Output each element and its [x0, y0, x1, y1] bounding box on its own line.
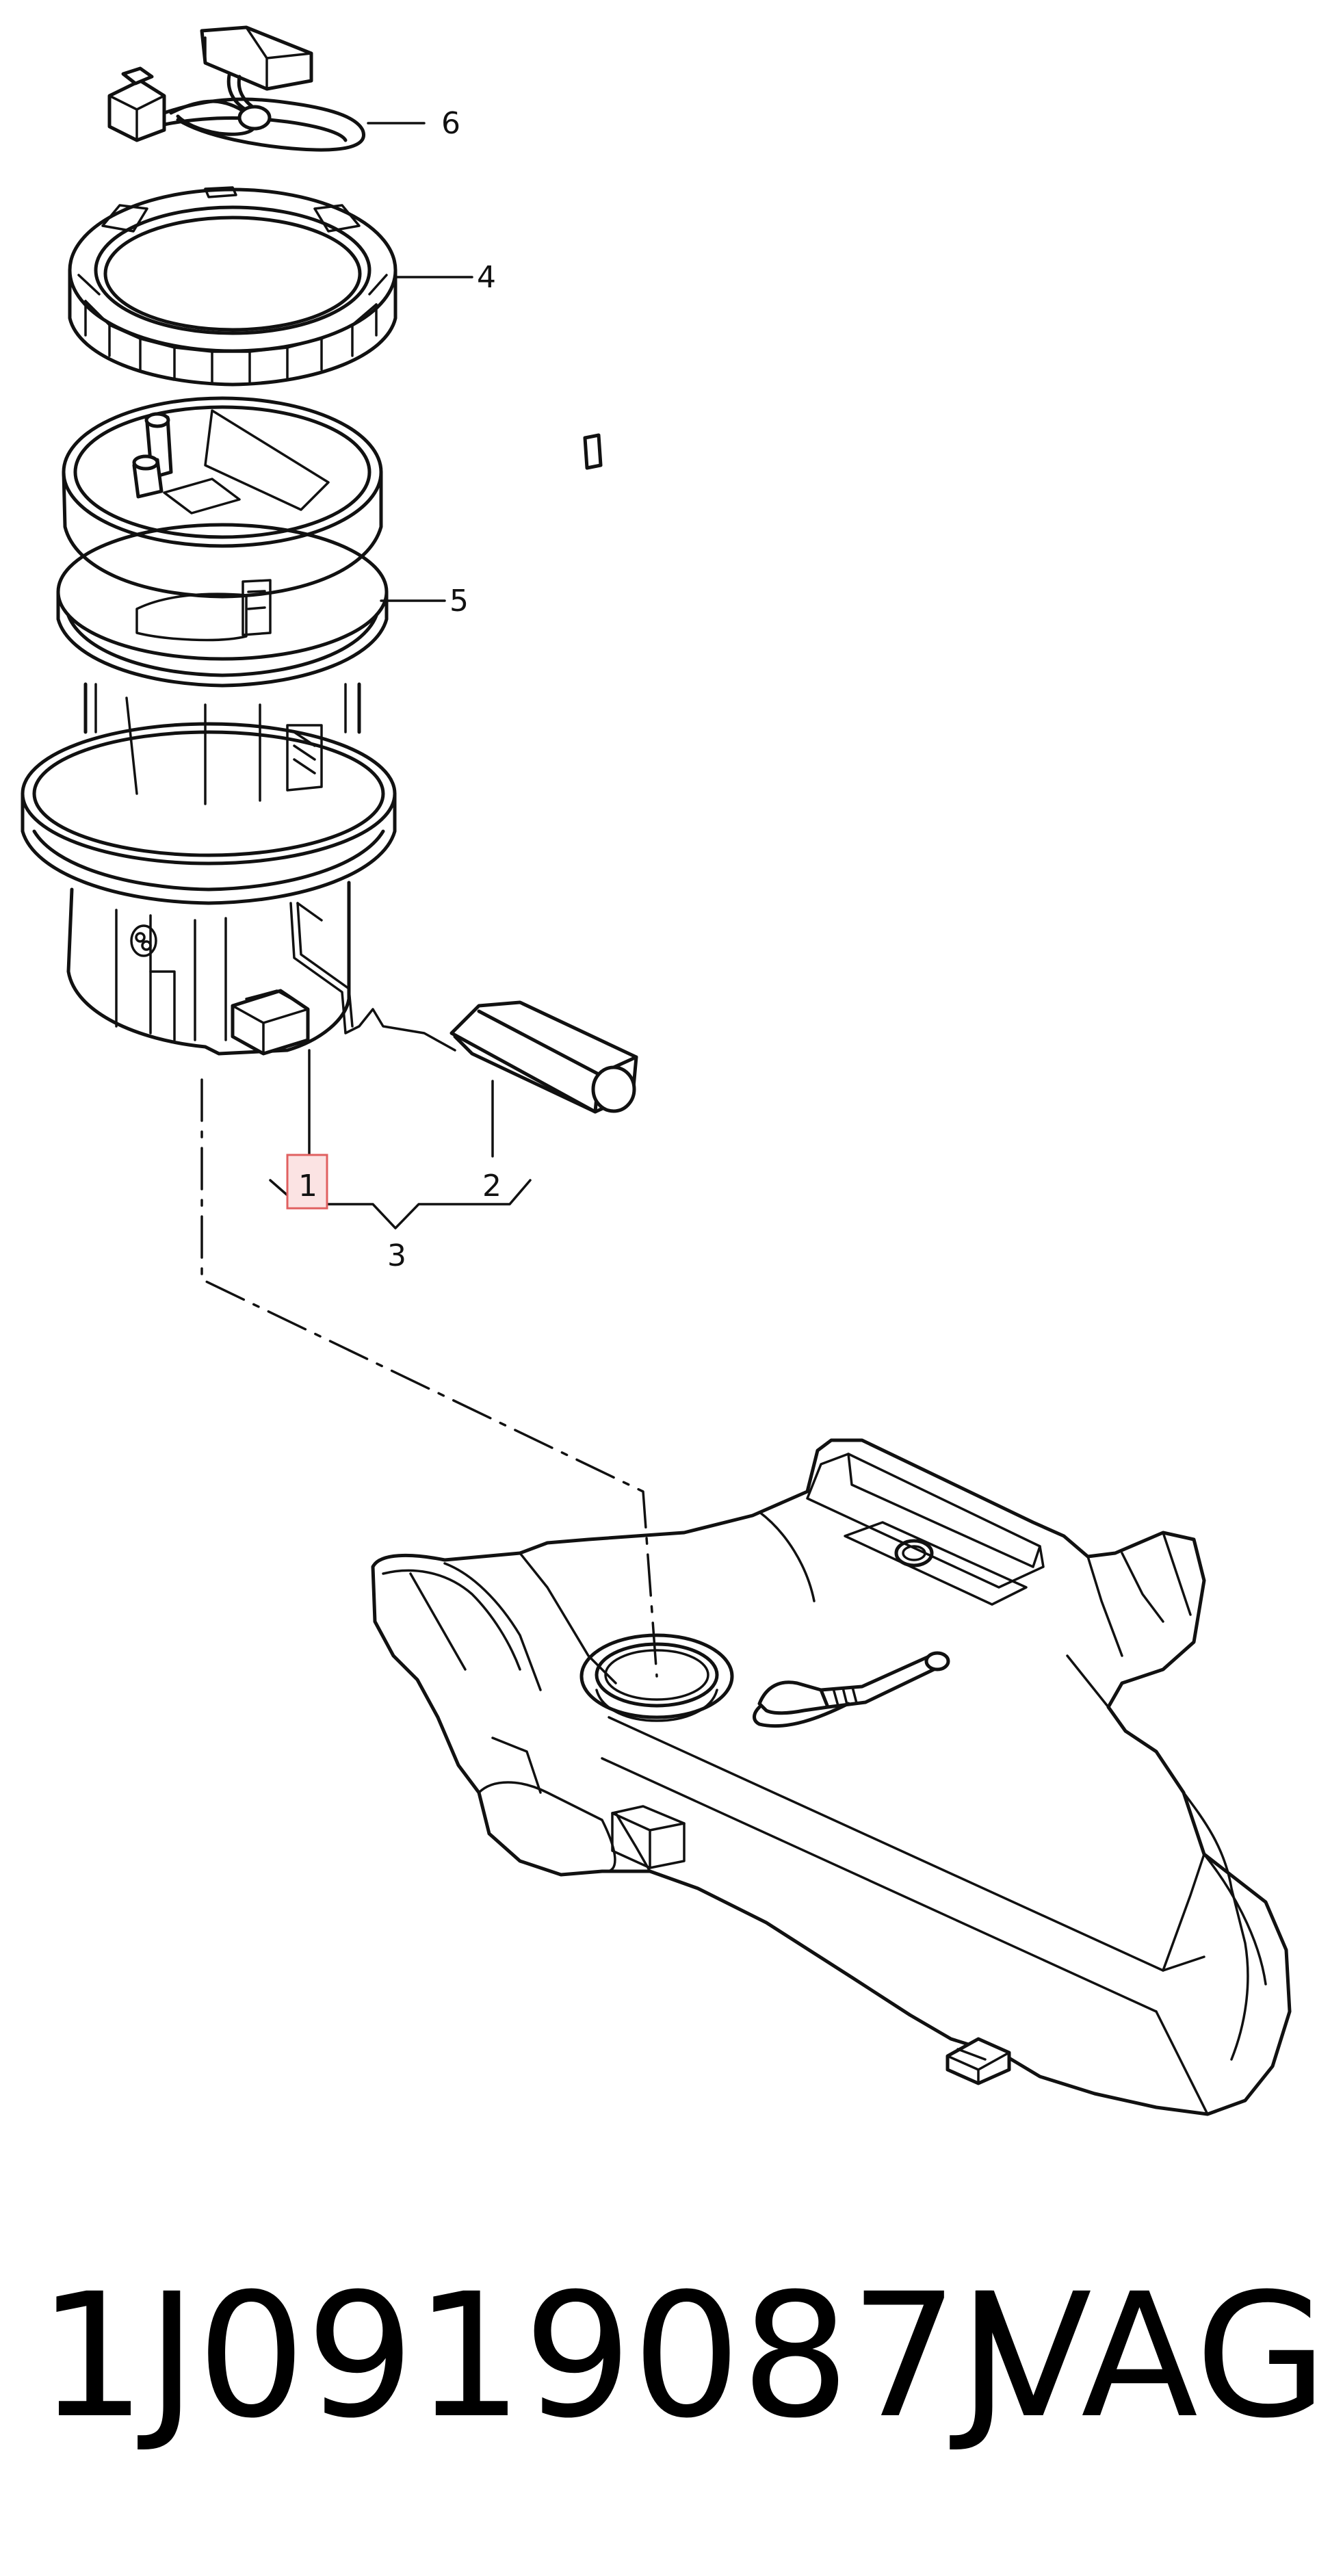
- part-2-float: [449, 1000, 638, 1158]
- part-5-seal-and-flange: [56, 396, 603, 688]
- part-1-fuel-pump-module: [21, 682, 658, 1678]
- fuel-tank: [371, 1438, 1292, 2116]
- callout-5: 5: [449, 584, 469, 619]
- footer: 1J0919087J VAG: [38, 2256, 1317, 2456]
- callout-labels: 6 4 5 1 2 3: [286, 106, 501, 1273]
- callout-1: 1: [298, 1169, 317, 1204]
- brand-name: VAG: [975, 2256, 1317, 2456]
- callout-1-highlight: [286, 1154, 328, 1210]
- part-4-locking-ring: [68, 186, 473, 387]
- part-6-wiring-harness: [107, 25, 426, 152]
- callout-4: 4: [477, 260, 496, 295]
- callout-3: 3: [387, 1238, 406, 1273]
- callout-2: 2: [482, 1169, 501, 1204]
- part-number: 1J0919087J: [38, 2256, 1009, 2456]
- callout-6: 6: [441, 106, 460, 141]
